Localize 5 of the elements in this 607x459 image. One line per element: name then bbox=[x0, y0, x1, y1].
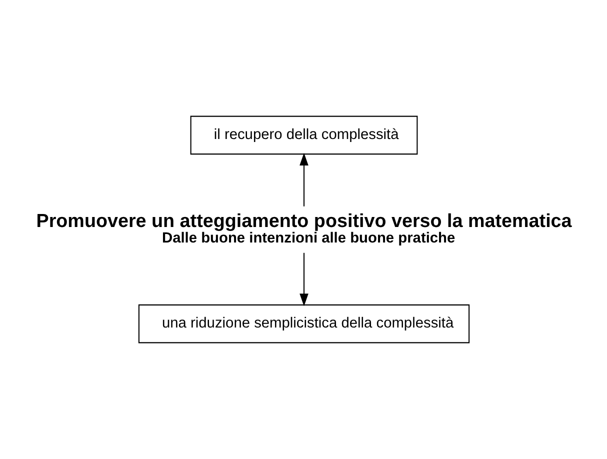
node-box: una riduzione semplicistica della complessità bbox=[138, 304, 470, 344]
arrow bbox=[299, 152, 308, 206]
node-text: Promuovere un atteggiamento positivo verso la matematica Dalle buone intenzioni alle buone pratiche bbox=[36, 210, 572, 246]
node-box: il recupero della complessità bbox=[190, 116, 418, 155]
arrow bbox=[299, 252, 308, 306]
